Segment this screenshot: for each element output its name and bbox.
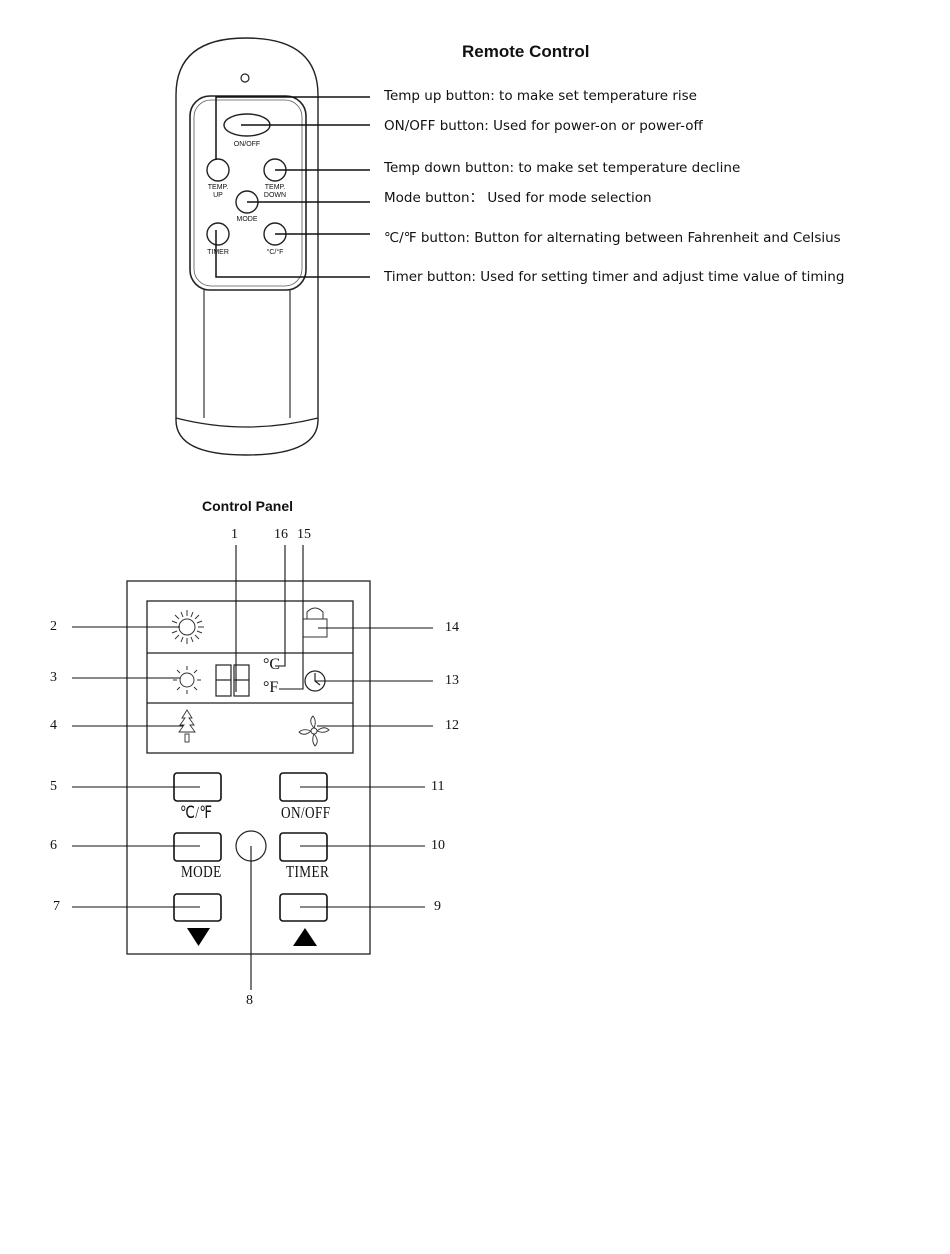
- callout-number-11: 11: [431, 779, 445, 794]
- down-arrow-icon: [187, 928, 210, 946]
- callout-number-2: 2: [50, 619, 57, 634]
- digit-display: [215, 664, 250, 697]
- panel-unit-label: ℃/℉: [180, 803, 213, 822]
- fan-icon: [298, 715, 330, 747]
- leader-temp-up: [215, 96, 370, 160]
- ir-emitter: [240, 73, 250, 83]
- remote-bottom-cap: [175, 417, 319, 428]
- display-fahrenheit: °F: [263, 679, 279, 696]
- display-celsius: °C: [263, 656, 281, 673]
- callout-number-7: 7: [53, 899, 60, 914]
- callout-temp-down: Temp down button: to make set temperatur…: [384, 160, 741, 176]
- small-sun-icon: [173, 666, 201, 694]
- remote-temp-up-label: TEMP.UP: [207, 184, 229, 199]
- callout-number-13: 13: [445, 673, 459, 688]
- callout-unit: ℃/℉ button: Button for alternating betwe…: [384, 230, 841, 246]
- leader-16: [275, 545, 286, 667]
- callout-number-12: 12: [445, 718, 459, 733]
- callout-number-14: 14: [445, 620, 459, 635]
- callout-number-8: 8: [246, 993, 253, 1008]
- remote-onoff-label: ON/OFF: [233, 141, 261, 148]
- remote-unit-label: °C/°F: [266, 249, 284, 256]
- callout-number-4: 4: [50, 718, 57, 733]
- panel-mode-label: MODE: [181, 862, 222, 881]
- panel-onoff-label: ON/OFF: [281, 803, 331, 822]
- callout-mode: Mode button： Used for mode selection: [384, 190, 652, 206]
- panel-timer-label: TIMER: [286, 862, 330, 881]
- callout-number-3: 3: [50, 670, 57, 685]
- callout-timer: Timer button: Used for setting timer and…: [384, 269, 845, 285]
- remote-temp-down-label: TEMP.DOWN: [263, 184, 287, 199]
- panel-mode-button: [173, 832, 222, 862]
- callout-number-10: 10: [431, 838, 445, 853]
- panel-title: Control Panel: [202, 498, 294, 514]
- callout-number-6: 6: [50, 838, 57, 853]
- callout-number-9: 9: [434, 899, 441, 914]
- callout-number-5: 5: [50, 779, 57, 794]
- callout-number-15: 15: [297, 527, 311, 542]
- panel-timer-button: [279, 832, 328, 862]
- panel-drawing: [72, 545, 433, 990]
- up-arrow-icon: [293, 928, 317, 946]
- callout-temp-up: Temp up button: to make set temperature …: [384, 88, 697, 104]
- remote-drawing: [175, 37, 370, 456]
- remote-mode-label: MODE: [236, 216, 258, 223]
- remote-timer-button: [206, 222, 230, 246]
- tree-icon: [178, 709, 196, 743]
- leader-15: [279, 545, 304, 690]
- leader-timer: [215, 230, 370, 278]
- remote-title: Remote Control: [462, 42, 590, 61]
- display-window: [146, 600, 354, 754]
- callout-number-1: 1: [231, 527, 238, 542]
- callout-number-16: 16: [274, 527, 288, 542]
- remote-temp-up-button: [206, 158, 230, 182]
- callout-onoff: ON/OFF button: Used for power-on or powe…: [384, 118, 703, 134]
- remote-timer-label: TIMER: [207, 249, 229, 256]
